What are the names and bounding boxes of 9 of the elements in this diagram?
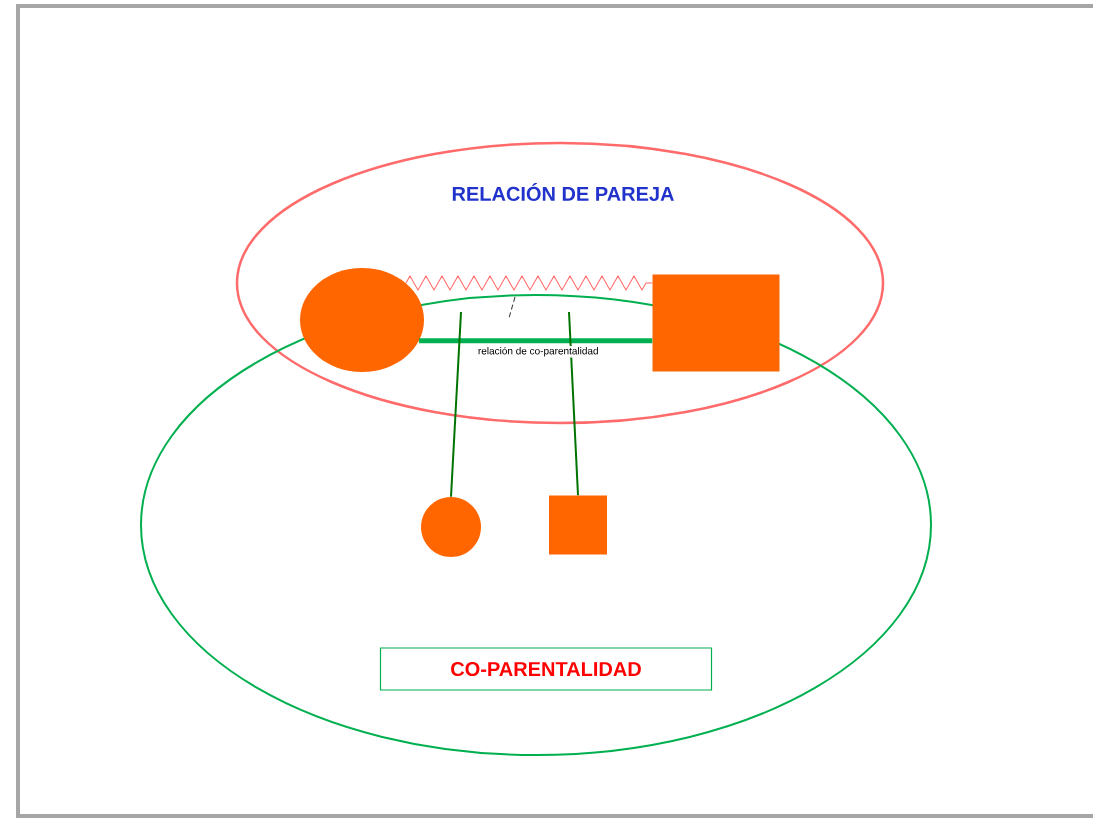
square-symbol xyxy=(652,274,780,372)
connector-line xyxy=(568,311,579,497)
ellipse-symbol xyxy=(300,268,424,372)
connector-line xyxy=(450,311,462,498)
connector-line xyxy=(405,275,653,291)
square-symbol xyxy=(549,495,607,555)
label-box: CO-PARENTALIDAD xyxy=(379,647,713,691)
circle-symbol xyxy=(421,497,481,557)
connector-line xyxy=(419,338,653,344)
